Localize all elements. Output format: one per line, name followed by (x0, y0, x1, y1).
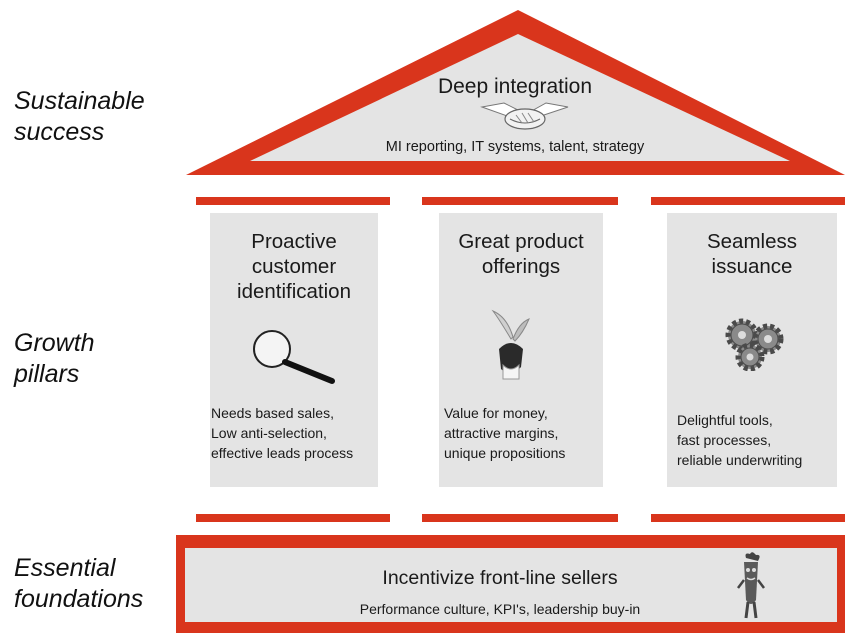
beam-top-3 (651, 197, 845, 205)
beam-bottom-1 (196, 514, 390, 522)
label-sustainable-success: Sustainable success (14, 87, 145, 146)
pillar-customer-identification: Proactive customer identification Needs … (210, 213, 378, 487)
pillar-seamless-issuance: Seamless issuance Delightful tools, fast… (667, 213, 837, 487)
label-growth-pillars: Growth pillars (14, 329, 95, 388)
magnifying-glass-icon (253, 330, 335, 384)
pillar-description: Needs based sales, Low anti-selection, e… (211, 405, 354, 461)
beam-top-2 (422, 197, 618, 205)
beam-top-1 (196, 197, 390, 205)
beam-bottom-3 (651, 514, 845, 522)
label-essential-foundations: Essential foundations (14, 554, 144, 613)
pillar-title: Great product offerings (458, 230, 584, 278)
gears-icon (725, 318, 784, 371)
pillar-title: Proactive customer identification (237, 230, 351, 303)
beam-bottom-2 (422, 514, 618, 522)
foundation-panel (185, 548, 837, 622)
roof-panel (250, 34, 790, 161)
roof-title: Deep integration (437, 75, 593, 98)
pillar-description: Value for money, attractive margins, uni… (444, 405, 566, 461)
handshake-icon (480, 102, 569, 130)
foundation-title: Incentivize front-line sellers (382, 567, 618, 589)
foundation-subtitle: Performance culture, KPI's, leadership b… (359, 601, 641, 617)
pillar-description: Delightful tools, fast processes, reliab… (677, 412, 803, 468)
pillar-title: Seamless issuance (706, 230, 797, 278)
seedling-hand-icon (491, 309, 530, 380)
roof-subtitle: MI reporting, IT systems, talent, strate… (385, 139, 645, 155)
pillar-product-offerings: Great product offerings Value for money,… (439, 213, 603, 487)
carrot-character-icon (737, 552, 765, 619)
